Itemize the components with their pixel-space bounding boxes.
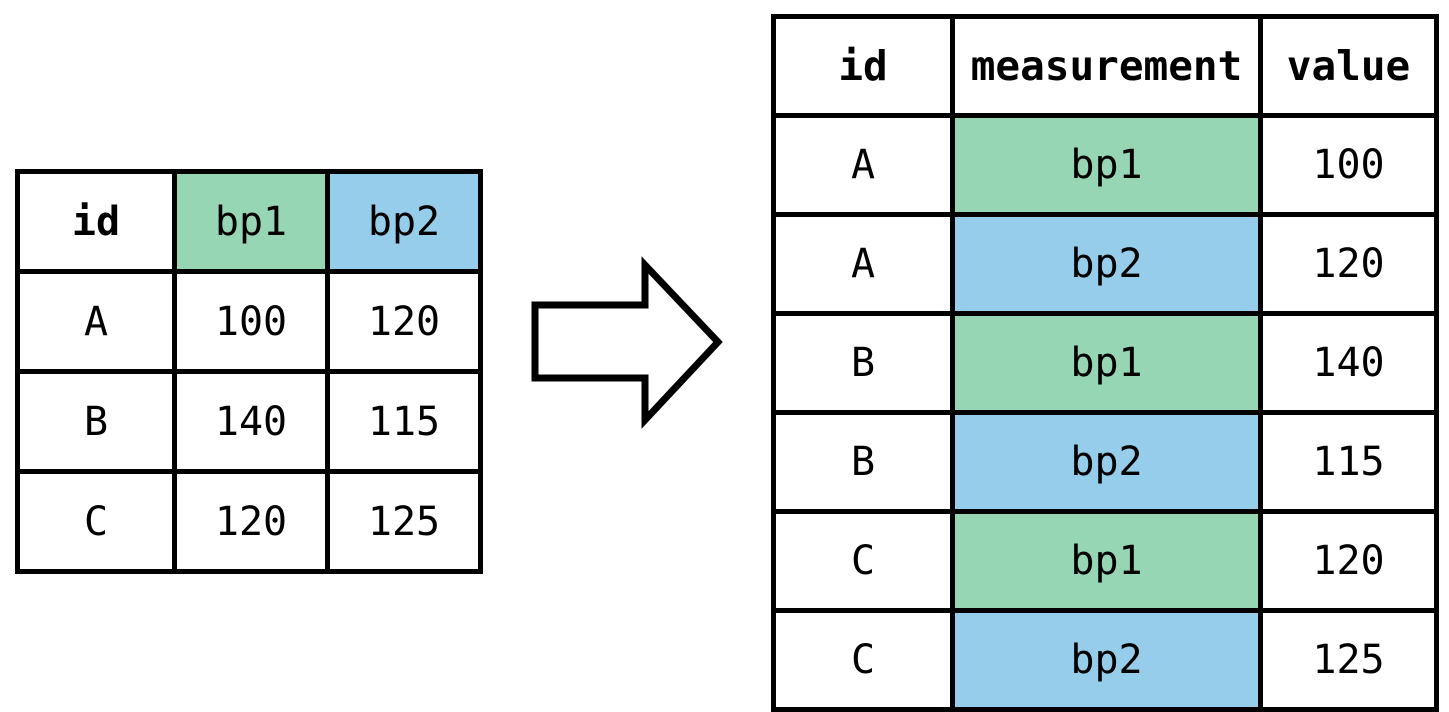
wide-header-bp1: bp1 (172, 169, 330, 274)
wide-cell-bp2: 125 (325, 469, 483, 574)
wide-cell-bp2: 120 (325, 269, 483, 374)
wide-table: id bp1 bp2 A 100 120 B 140 115 C 120 125 (15, 169, 483, 574)
wide-header-bp2: bp2 (325, 169, 483, 274)
long-cell-id: B (771, 410, 955, 514)
long-cell-value: 140 (1258, 311, 1439, 415)
wide-cell-bp2: 115 (325, 369, 483, 474)
table-row: B bp1 140 (771, 311, 1439, 415)
long-cell-value: 120 (1258, 212, 1439, 316)
diagram-canvas: id bp1 bp2 A 100 120 B 140 115 C 120 125 (15, 14, 1439, 712)
table-row: C 120 125 (15, 469, 483, 574)
long-cell-id: C (771, 509, 955, 613)
table-header-row: id bp1 bp2 (15, 169, 483, 274)
long-cell-value: 115 (1258, 410, 1439, 514)
table-header-row: id measurement value (771, 14, 1439, 118)
table-row: B bp2 115 (771, 410, 1439, 514)
long-cell-measurement: bp1 (950, 311, 1263, 415)
long-cell-id: A (771, 212, 955, 316)
long-cell-id: B (771, 311, 955, 415)
long-cell-measurement: bp2 (950, 410, 1263, 514)
long-cell-measurement: bp1 (950, 113, 1263, 217)
table-row: A bp1 100 (771, 113, 1439, 217)
long-cell-measurement: bp2 (950, 212, 1263, 316)
long-cell-value: 100 (1258, 113, 1439, 217)
table-row: C bp1 120 (771, 509, 1439, 613)
wide-cell-id: C (15, 469, 177, 574)
wide-cell-bp1: 100 (172, 269, 330, 374)
wide-cell-bp1: 140 (172, 369, 330, 474)
wide-cell-id: B (15, 369, 177, 474)
table-row: A bp2 120 (771, 212, 1439, 316)
long-cell-measurement: bp1 (950, 509, 1263, 613)
long-table: id measurement value A bp1 100 A bp2 120… (771, 14, 1439, 712)
long-header-value: value (1258, 14, 1439, 118)
wide-cell-id: A (15, 269, 177, 374)
long-cell-value: 120 (1258, 509, 1439, 613)
long-cell-id: A (771, 113, 955, 217)
long-header-measurement: measurement (950, 14, 1263, 118)
wide-cell-bp1: 120 (172, 469, 330, 574)
table-row: A 100 120 (15, 269, 483, 374)
long-header-id: id (771, 14, 955, 118)
table-row: B 140 115 (15, 369, 483, 474)
right-arrow-icon (520, 255, 730, 435)
wide-header-id: id (15, 169, 177, 274)
